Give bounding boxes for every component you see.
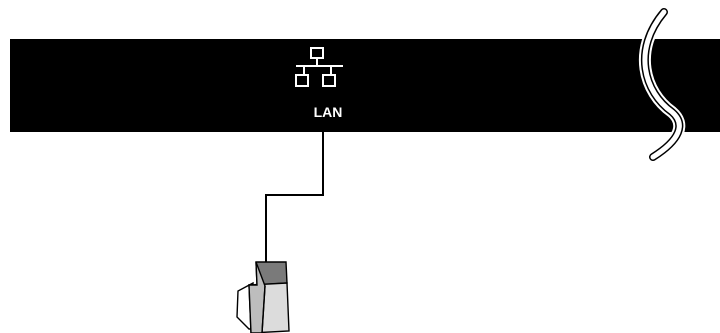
network-icon — [295, 47, 343, 87]
port-label-lan: LAN — [313, 104, 343, 120]
break-line-icon — [638, 6, 686, 163]
ethernet-plug-icon — [236, 261, 290, 333]
device-panel — [10, 39, 720, 132]
ethernet-cable — [265, 132, 324, 262]
